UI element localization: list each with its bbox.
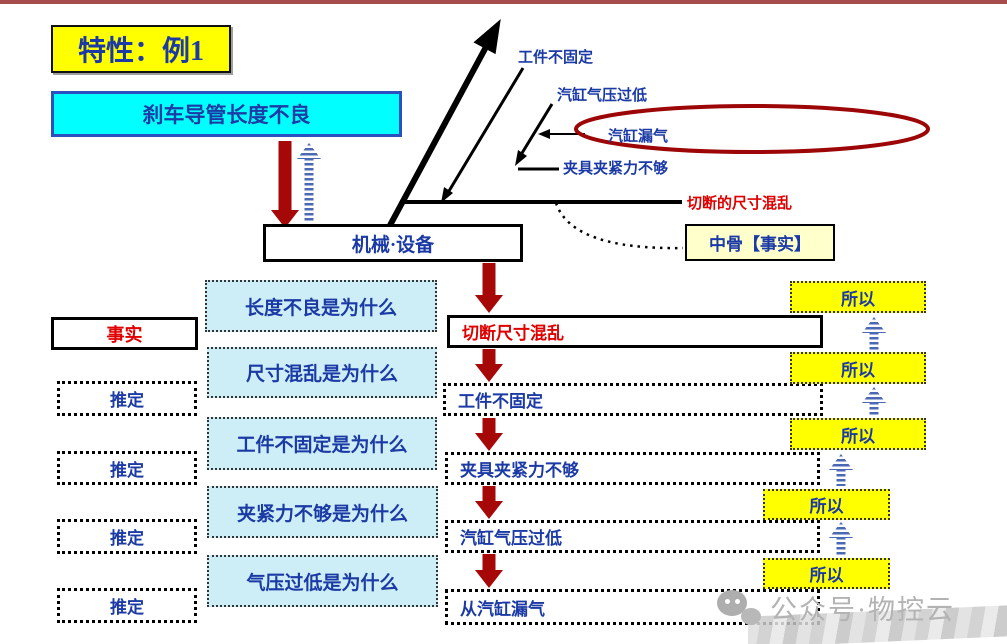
red-down-arrow-5 (475, 554, 503, 588)
category-label: 机械·设备 (351, 234, 435, 256)
red-down-arrow-2 (475, 349, 503, 382)
so-label: 所以 (809, 566, 844, 585)
blue-up-arrow-effect (297, 143, 321, 222)
answer-box-4: 汽缸气压过低 (445, 520, 820, 553)
answer-label: 从汽缸漏气 (460, 599, 545, 619)
answer-label: 切断尺寸混乱 (462, 324, 564, 343)
question-label: 尺寸混乱是为什么 (245, 364, 398, 385)
question-label: 工件不固定是为什么 (236, 435, 408, 456)
fact-box: 事实 (51, 317, 198, 350)
so-box-5: 所以 (763, 558, 890, 589)
blue-up-arrow-1 (862, 317, 886, 351)
question-label: 长度不良是为什么 (244, 297, 397, 319)
fishbone-spine-arrowhead (473, 18, 501, 55)
workpiece-bone-arrowhead (441, 187, 453, 203)
wechat-icon (717, 590, 763, 626)
red-down-arrow-3 (475, 418, 503, 451)
answer-box-3: 夹具夹紧力不够 (445, 452, 820, 485)
question-box-5: 气压过低是为什么 (207, 555, 438, 607)
wechat-bubble-large (717, 590, 747, 616)
question-box-1: 长度不良是为什么 (205, 280, 437, 332)
fact-label: 事实 (106, 324, 143, 345)
surmise-label: 推定 (110, 529, 144, 548)
wechat-bubble-eye (725, 599, 730, 604)
answer-label: 夹具夹紧力不够 (460, 461, 579, 480)
question-box-4: 夹紧力不够是为什么 (207, 486, 438, 538)
blue-up-arrow-2 (862, 387, 886, 417)
midbone-tag-label: 中骨【事实】 (709, 235, 811, 254)
wechat-bubble-small (741, 608, 761, 625)
so-label: 所以 (809, 497, 844, 516)
so-label: 所以 (841, 289, 875, 309)
effect-box[interactable]: 刹车导管长度不良 (51, 91, 402, 137)
so-label: 所以 (841, 426, 875, 446)
leak-arrowhead (538, 129, 550, 139)
effect-label: 刹车导管长度不良 (142, 103, 311, 127)
fishbone-spine (385, 45, 489, 231)
surmise-box-1: 推定 (57, 381, 197, 416)
question-label: 气压过低是为什么 (246, 572, 399, 594)
bone-label-air-pressure: 汽缸气压过低 (557, 88, 648, 104)
workpiece-bone-line (444, 67, 525, 197)
question-box-3: 工件不固定是为什么 (207, 417, 437, 470)
question-box-2: 尺寸混乱是为什么 (207, 347, 437, 398)
watermark-text: 公众号·物控云 (770, 595, 955, 625)
answer-label: 汽缸气压过低 (460, 529, 562, 548)
red-down-arrow-1 (475, 263, 503, 313)
wechat-bubble-eye (735, 599, 740, 604)
red-down-arrow-4 (475, 486, 503, 519)
blue-up-arrow-4 (829, 522, 853, 555)
red-down-arrow-effect (271, 141, 299, 228)
surmise-box-2: 推定 (57, 451, 197, 485)
blue-up-arrow-3 (829, 454, 853, 486)
surmise-label: 推定 (110, 598, 144, 617)
so-box-3: 所以 (790, 418, 926, 450)
so-box-2: 所以 (790, 352, 926, 384)
slide-title-box: 特性：例1 (51, 25, 231, 73)
surmise-box-4: 推定 (57, 588, 197, 623)
highlight-ellipse (574, 104, 930, 154)
category-box[interactable]: 机械·设备 (263, 224, 523, 262)
midbone-tag-box: 中骨【事实】 (685, 224, 835, 261)
question-label: 夹紧力不够是为什么 (236, 503, 408, 525)
bone-label-cut-size: 切断的尺寸混乱 (687, 196, 793, 212)
answer-box-1: 切断尺寸混乱 (447, 315, 823, 348)
midbone-callout-dotted-curve (554, 202, 684, 250)
answer-box-2: 工件不固定 (443, 383, 823, 416)
so-box-4: 所以 (763, 489, 890, 520)
surmise-box-3: 推定 (57, 519, 197, 554)
pressure-bone-arrowhead (515, 150, 527, 166)
bone-label-workpiece: 工件不固定 (518, 50, 594, 66)
pressure-bone-line (517, 103, 554, 159)
bone-label-air-leak: 汽缸漏气 (608, 129, 669, 145)
surmise-label: 推定 (110, 391, 144, 410)
top-accent-bar (0, 0, 1007, 4)
so-label: 所以 (841, 360, 875, 380)
surmise-label: 推定 (110, 460, 144, 480)
so-box-1: 所以 (790, 281, 926, 313)
answer-label: 工件不固定 (458, 392, 543, 411)
slide-title: 特性：例1 (77, 36, 204, 67)
bone-label-clamp: 夹具夹紧力不够 (563, 161, 669, 177)
